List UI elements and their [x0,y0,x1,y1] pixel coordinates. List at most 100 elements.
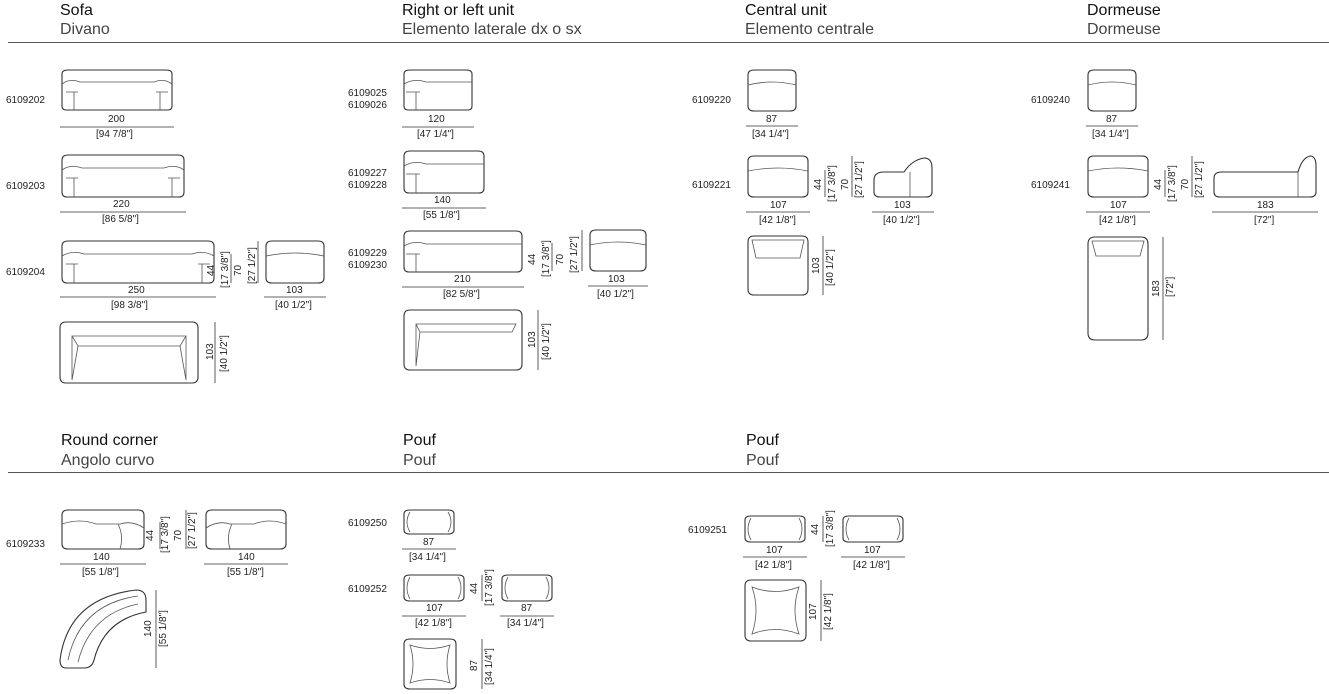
dim-lateral-height-in: [27 1/2"] [569,236,580,273]
dim-lateral-height-cm: 70 [555,253,566,265]
dim-pouf-107-in: [42 1/8"] [415,618,452,629]
dim-central-87-in: [34 1/4"] [752,129,789,140]
dim-corner-right-cm: 140 [238,552,255,563]
code-6109233: 6109233 [6,539,45,550]
dim-pouf-seat-in: [17 3/8"] [484,569,495,606]
dim-corner-left-cm: 140 [93,552,110,563]
code-6109227: 6109227 [348,168,387,179]
dim-corner-depth-cm: 140 [143,620,154,637]
dim-central-height-in: [27 1/2"] [854,161,865,198]
code-6109230: 6109230 [348,260,387,271]
dim-lateral-depth-cm: 103 [527,331,538,348]
dim-lateral-140-cm: 140 [434,195,451,206]
pouf-87-drawing [403,509,455,535]
lateral-plan-drawing [403,309,523,371]
dim-sofa-200-in: [94 7/8"] [96,129,133,140]
dim-dormeuse-length-cm: 183 [1151,280,1162,297]
central-103-drawing [873,157,933,198]
section-subtitle-lateral: Elemento laterale dx o sx [402,21,582,38]
dim-dormeuse-183-cm: 183 [1257,200,1274,211]
code-6109250: 6109250 [348,518,387,529]
section-title-round-corner: Round corner [61,432,158,449]
dim-dormeuse-seat-in: [17 3/8"] [1167,165,1178,202]
dim-pouf2-right-in: [42 1/8"] [853,560,890,571]
dim-central-height-cm: 70 [840,178,851,190]
dim-dormeuse-seat-cm: 44 [1153,178,1164,190]
lateral-pouf-drawing [589,229,647,272]
central-107-drawing [747,155,809,198]
round-corner-right-drawing [205,509,287,550]
code-6109204: 6109204 [6,267,45,278]
dim-pouf2-seat-in: [17 3/8"] [825,510,836,547]
dim-pouf2-seat-cm: 44 [810,523,821,535]
dim-sofa-pouf-in: [40 1/2"] [275,300,312,311]
dim-pouf2-left-in: [42 1/8"] [755,560,792,571]
pouf-2-plan-drawing [744,579,807,642]
sofa-220-drawing [61,154,185,198]
code-6109228: 6109228 [348,180,387,191]
sofa-pouf-drawing [265,240,325,284]
sofa-250-drawing [61,240,215,284]
section-title-sofa: Sofa [60,2,93,19]
dormeuse-183-drawing [1213,155,1317,198]
code-6109202: 6109202 [6,95,45,106]
dim-corner-depth-in: [55 1/8"] [158,610,169,647]
pouf-87b-drawing [501,574,553,602]
bottom-rule [8,472,1329,473]
code-6109251: 6109251 [688,525,727,536]
dim-lateral-120-cm: 120 [428,114,445,125]
dim-sofa-200-cm: 200 [108,114,125,125]
pouf-107-right-drawing [842,515,904,543]
dim-sofa-250-in: [98 3/8"] [111,300,148,311]
pouf-107-drawing [403,574,465,602]
dim-pouf2-depth-in: [42 1/8"] [823,593,834,630]
sofa-200-drawing [61,69,173,111]
dim-central-103-in: [40 1/2"] [883,215,920,226]
dim-central-107-in: [42 1/8"] [759,215,796,226]
dim-pouf2-depth-cm: 107 [808,603,819,620]
dim-corner-height-cm: 70 [173,529,184,541]
dim-pouf2-right-cm: 107 [864,545,881,556]
dim-pouf-107-cm: 107 [426,603,443,614]
section-title-pouf-1: Pouf [403,432,436,449]
round-corner-left-drawing [61,509,145,550]
dim-corner-right-in: [55 1/8"] [227,567,264,578]
code-6109220: 6109220 [692,95,731,106]
dim-sofa-height-in: [27 1/2"] [247,247,258,284]
section-subtitle-sofa: Divano [60,21,110,38]
dim-sofa-seat-in: [17 3/8"] [220,251,231,288]
dim-pouf-seat-cm: 44 [469,582,480,594]
dim-lateral-depth-in: [40 1/2"] [541,323,552,360]
section-subtitle-pouf-2: Pouf [746,452,779,469]
dim-sofa-depth-in: [40 1/2"] [219,335,230,372]
section-title-lateral: Right or left unit [402,2,515,19]
dim-lateral-pouf-in: [40 1/2"] [597,289,634,300]
dim-corner-left-in: [55 1/8"] [82,567,119,578]
dim-pouf-depth-cm: 87 [469,659,480,671]
section-subtitle-dormeuse: Dormeuse [1087,21,1161,38]
section-subtitle-pouf-1: Pouf [403,452,436,469]
dim-central-seat-cm: 44 [813,178,824,190]
code-6109221: 6109221 [692,180,731,191]
dim-pouf-depth-in: [34 1/4"] [484,648,495,685]
dim-sofa-seat-cm: 44 [206,264,217,276]
section-title-central: Central unit [745,2,827,19]
pouf-plan-drawing [403,638,457,690]
central-plan-drawing [747,235,809,296]
dim-dormeuse-height-cm: 70 [1180,178,1191,190]
code-6109229: 6109229 [348,248,387,259]
lateral-210-drawing [403,230,523,273]
dim-lateral-140-in: [55 1/8"] [423,210,460,221]
dim-pouf-87-in: [34 1/4"] [409,552,446,563]
section-title-pouf-2: Pouf [746,432,779,449]
dim-lateral-pouf-cm: 103 [608,274,625,285]
dim-central-depth-in: [40 1/2"] [825,249,836,286]
dim-lateral-120-in: [47 1/4"] [417,129,454,140]
dim-sofa-220-in: [86 5/8"] [102,214,139,225]
code-6109203: 6109203 [6,181,45,192]
dim-corner-seat-in: [17 3/8"] [160,516,171,553]
dim-lateral-210-in: [82 5/8"] [443,289,480,300]
dim-dormeuse-183-in: [72"] [1254,215,1275,226]
dim-sofa-height-cm: 70 [233,264,244,276]
top-rule [8,42,1329,43]
